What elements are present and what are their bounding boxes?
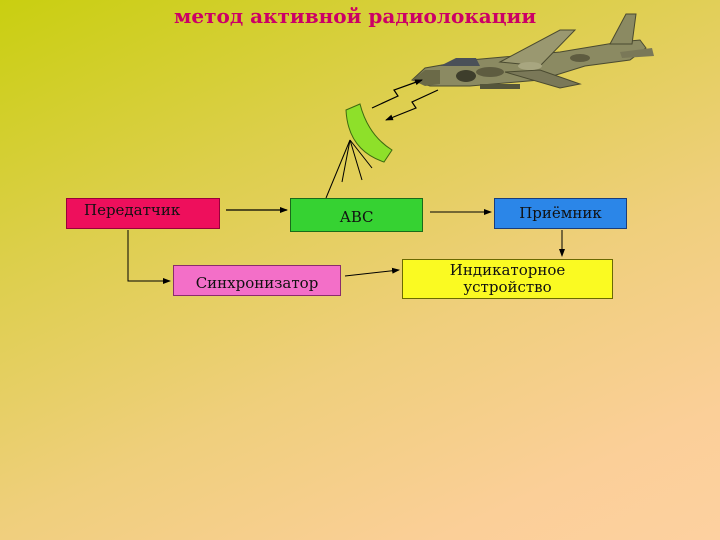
diagram-title: метод активной радиолокации: [174, 4, 537, 28]
receiver-label: Приёмник: [519, 204, 602, 222]
synchronizer-block: Синхронизатор: [173, 265, 341, 296]
lightning-signal-icon: [371, 79, 439, 121]
indicator-block: Индикаторное устройство: [402, 259, 613, 299]
transmitter-block: Передатчик: [66, 198, 220, 229]
receiver-block: Приёмник: [494, 198, 627, 229]
indicator-label-line2: устройство: [463, 278, 552, 296]
radar-dish-icon: [325, 103, 393, 199]
indicator-label-line1: Индикаторное: [449, 261, 566, 279]
synchronizer-label: Синхронизатор: [195, 273, 319, 292]
abc-block: АВС: [290, 198, 423, 232]
transmitter-label: Передатчик: [84, 201, 181, 219]
abc-label: АВС: [339, 207, 374, 226]
